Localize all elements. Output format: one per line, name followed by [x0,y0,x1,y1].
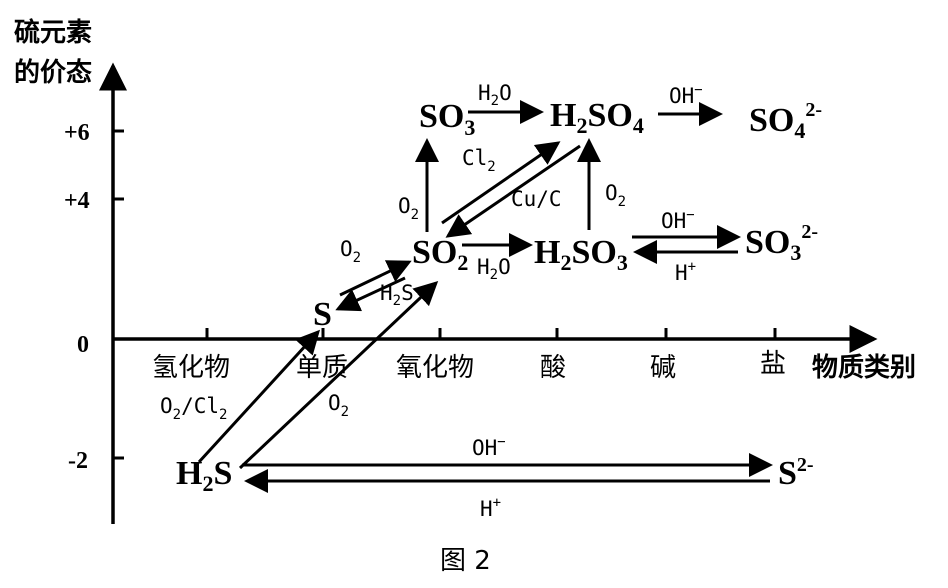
species-s: S [313,296,332,333]
species-sulfite-ion: SO32- [745,221,818,265]
species-sulfide-ion: S2- [778,454,814,492]
y-tick-label-0: 0 [77,332,89,358]
category-oxide: 氧化物 [396,353,474,383]
species-so3: SO3 [419,98,475,140]
category-hydride: 氢化物 [152,353,230,383]
species-sulfate-ion: SO42- [749,99,822,143]
y-tick-label-6: +6 [64,120,90,146]
category-acid: 酸 [540,353,566,383]
arrow-h2so4-to-so2 [445,144,581,238]
condition-o2-so2-so3: O2 [398,194,419,223]
condition-o2-s-so2: O2 [340,237,361,266]
arrow-so2-to-s [335,276,406,312]
condition-h2s-so2-s: H2S [380,281,414,309]
condition-oh-mid: OH− [661,207,695,233]
x-axis-title: 物质类别 [812,353,916,383]
condition-hplus-bottom: H+ [480,495,501,521]
y-tick-label-4: +4 [64,188,90,214]
condition-h2o-top: H2O [478,81,512,109]
condition-h2o-mid: H2O [477,255,511,283]
species-so2: SO2 [412,234,468,275]
condition-hplus-mid: H+ [675,259,696,285]
condition-cl2: Cl2 [462,146,496,175]
condition-o2-h2s-so2: O2 [328,391,349,420]
category-base: 碱 [650,353,676,383]
species-h2so3: H2SO3 [534,234,628,275]
condition-oh-top: OH− [669,82,703,108]
arrow-s-to-so2 [339,260,412,297]
species-h2s: H2S [176,455,232,496]
condition-o2-cl2: O2/Cl2 [160,394,227,423]
y-axis-title-line1: 硫元素 [14,17,92,48]
y-tick-label-neg2: -2 [68,448,88,474]
condition-o2-h2so3-h2so4: O2 [605,181,626,210]
y-axis-title-line2: 的价态 [14,57,92,88]
arrow-so2-to-h2so4 [441,141,561,225]
category-element: 单质 [296,353,348,383]
figure-caption: 图 2 [440,546,491,576]
species-h2so4: H2SO4 [550,97,644,138]
arrow-h2s-to-s [197,329,321,464]
condition-oh-bottom: OH− [472,434,506,460]
category-salt: 盐 [760,349,786,379]
arrow-h2s-to-so2 [238,280,439,470]
condition-cu-c: Cu/C [511,187,562,211]
